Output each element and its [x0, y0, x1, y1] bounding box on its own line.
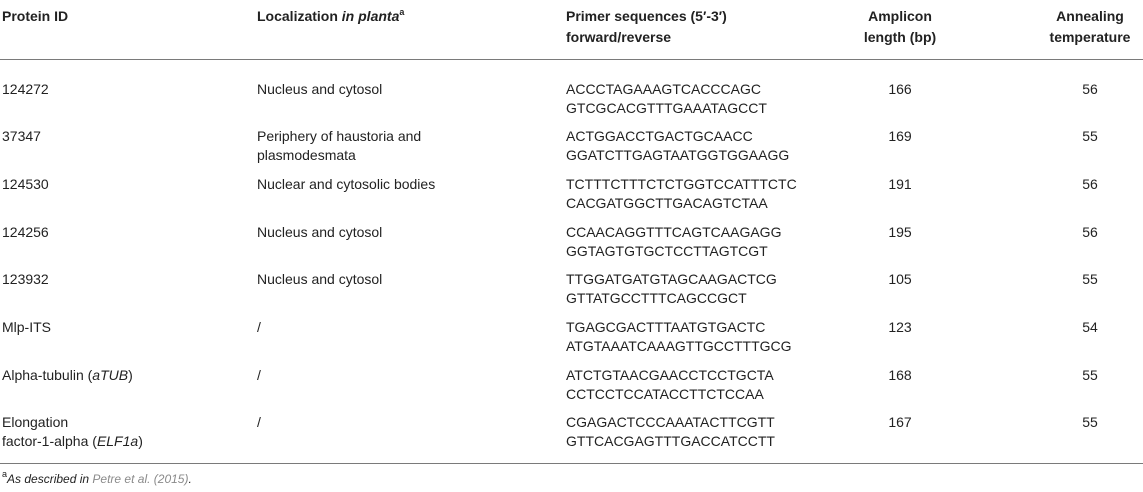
- cell-primer-reverse: GTTATGCCTTTCAGCCGCT: [566, 290, 747, 306]
- cell-protein-id: 124256: [2, 224, 49, 240]
- header-protein-id: Protein ID: [2, 8, 69, 24]
- cell-temperature: 56: [1082, 176, 1098, 192]
- cell-primer-forward: TTGGATGATGTAGCAAGACTCG: [566, 271, 777, 287]
- cell-protein-id: 37347: [2, 128, 41, 144]
- cell-primer-reverse: GTCGCACGTTTGAAATAGCCT: [566, 100, 767, 116]
- header-localization-sup: a: [399, 7, 405, 17]
- cell-protein-id-italic: ELF1a: [96, 433, 139, 449]
- cell-primer-forward: TGAGCGACTTTAATGTGACTC: [566, 319, 766, 335]
- cell-primer-reverse: GGATCTTGAGTAATGGTGGAAGG: [566, 147, 790, 163]
- cell-amplicon: 105: [888, 271, 912, 287]
- cell-localization: /: [257, 414, 261, 430]
- cell-protein-id: Mlp-ITS: [2, 319, 51, 335]
- header-localization-italic: in planta: [341, 8, 400, 24]
- cell-amplicon: 169: [888, 128, 912, 144]
- cell-localization: Nucleus and cytosol: [257, 224, 383, 240]
- cell-primer-reverse: GTTCACGAGTTTGACCATCCTT: [566, 433, 775, 449]
- cell-temperature: 55: [1082, 414, 1098, 430]
- cell-primer-forward: CCAACAGGTTTCAGTCAAGAGG: [566, 224, 782, 240]
- cell-primer-reverse: GGTAGTGTGCTCCTTAGTCGT: [566, 243, 768, 259]
- cell-temperature: 54: [1082, 319, 1098, 335]
- cell-protein-id-text: factor-1-alpha (: [2, 433, 97, 449]
- cell-primer-forward: ACCCTAGAAAGTCACCCAGC: [566, 81, 761, 97]
- header-localization: Localization in plantaa: [257, 6, 404, 26]
- cell-primer-reverse: CACGATGGCTTGACAGTCTAA: [566, 195, 768, 211]
- cell-localization: Nuclear and cytosolic bodies: [257, 176, 436, 192]
- cell-primer-forward: ATCTGTAACGAACCTCCTGCTA: [566, 367, 774, 383]
- cell-amplicon: 167: [888, 414, 912, 430]
- cell-primer-forward: TCTTTCTTTCTCTGGTCCATTTCTC: [566, 176, 797, 192]
- cell-localization: Periphery of haustoria and: [257, 128, 422, 144]
- cell-protein-id: Elongation: [2, 414, 69, 430]
- header-amplicon-line1: Amplicon: [868, 8, 932, 24]
- header-localization-prefix: Localization: [257, 8, 342, 24]
- cell-protein-id-suffix: ): [128, 367, 133, 383]
- cell-localization: Nucleus and cytosol: [257, 81, 383, 97]
- cell-protein-id-italic: aTUB: [92, 367, 129, 383]
- header-primer-line1: Primer sequences (5′-3′): [566, 8, 727, 24]
- cell-temperature: 55: [1082, 128, 1098, 144]
- header-amplicon-line2: length (bp): [863, 29, 937, 45]
- header-divider: [0, 59, 1143, 60]
- cell-amplicon: 166: [888, 81, 912, 97]
- cell-temperature: 56: [1082, 81, 1098, 97]
- table-footnote: aAs described in Petre et al. (2015).: [2, 469, 192, 487]
- cell-primer-forward: CGAGACTCCCAAATACTTCGTT: [566, 414, 775, 430]
- table-bottom-rule: [0, 463, 1143, 464]
- cell-protein-id-suffix: ): [138, 433, 143, 449]
- cell-protein-id: 124530: [2, 176, 49, 192]
- cell-amplicon: 191: [888, 176, 912, 192]
- cell-protein-id-text: Alpha-tubulin (: [2, 367, 93, 383]
- cell-temperature: 56: [1082, 224, 1098, 240]
- cell-amplicon: 195: [888, 224, 912, 240]
- cell-protein-id: Alpha-tubulin (aTUB): [2, 365, 133, 385]
- cell-temperature: 55: [1082, 271, 1098, 287]
- cell-protein-id: 123932: [2, 271, 49, 287]
- cell-primer-reverse: ATGTAAATCAAAGTTGCCTTTGCG: [566, 338, 792, 354]
- footnote-end: .: [188, 472, 192, 486]
- cell-primer-reverse: CCTCCTCCATACCTTCTCCAA: [566, 386, 764, 402]
- cell-localization: Nucleus and cytosol: [257, 271, 383, 287]
- cell-amplicon: 123: [888, 319, 912, 335]
- footnote-marker: a: [2, 469, 8, 479]
- cell-protein-id-line2: factor-1-alpha (ELF1a): [2, 431, 143, 451]
- header-primer-line2: forward/reverse: [566, 29, 672, 45]
- cell-localization: /: [257, 367, 261, 383]
- header-annealing-line1: Annealing: [1056, 8, 1124, 24]
- footnote-reference-link[interactable]: Petre et al. (2015): [92, 472, 189, 486]
- cell-amplicon: 168: [888, 367, 912, 383]
- cell-temperature: 55: [1082, 367, 1098, 383]
- cell-localization: /: [257, 319, 261, 335]
- header-annealing-line2: temperature: [1049, 29, 1131, 45]
- cell-primer-forward: ACTGGACCTGACTGCAACC: [566, 128, 753, 144]
- footnote-text: As described in: [7, 472, 93, 486]
- cell-protein-id: 124272: [2, 81, 49, 97]
- cell-localization-line2: plasmodesmata: [257, 147, 356, 163]
